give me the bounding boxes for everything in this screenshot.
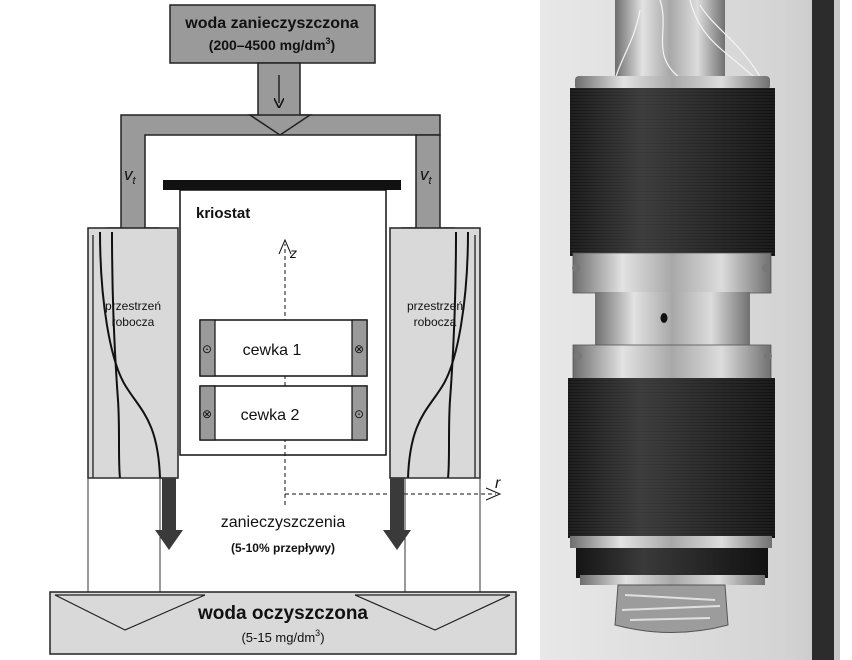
top-ring [575,76,770,90]
working-space-left [87,227,179,479]
bottom-ring-2 [576,548,768,578]
coil-1: ⊙ ⊗ cewka 1 [199,319,368,377]
coil-2-label: cewka 2 [241,407,300,424]
lower-channel-walls [87,477,481,592]
working-space-right-label-2: robocza [414,315,457,329]
upper-clamp-bolt-right [762,264,770,272]
upper-clamp-bolt-left [572,264,580,272]
inlet-box [169,4,376,64]
outlet-range: (5-15 mg/dm3) [241,628,324,645]
working-space-left-label-2: robocza [112,315,155,329]
velocity-label-right: vt [420,165,433,187]
lower-clamp-bolt-left [574,352,582,360]
coil-2-current-right: ⊙ [354,407,364,421]
upper-clamp [572,252,772,294]
working-space-right [389,227,481,479]
impurity-arrow-left [155,478,183,550]
signal-wires [614,0,766,86]
coil-2: ⊗ ⊙ cewka 2 [199,385,368,441]
z-axis-arrowhead [278,238,292,255]
separator-schematic: woda zanieczyszczona (200–4500 mg/dm3) v… [49,4,517,655]
bottom-ring-1 [570,536,772,548]
streamlines-left [92,231,161,479]
velocity-label-left: vt [124,165,137,187]
bottom-ring-3 [580,575,765,585]
impurities-note: (5-10% przepływy) [231,541,335,555]
middle-tube [595,292,750,347]
outlet-box [49,591,517,655]
lower-clamp [572,344,772,381]
r-axis-label: r [495,475,501,492]
impurity-arrow-right [383,478,411,550]
outlet-title: woda oczyszczona [197,603,368,624]
coil-1-current-left: ⊙ [202,342,212,356]
inlet-title: woda zanieczyszczona [184,15,358,32]
working-space-right-label-1: przestrzeń [407,299,463,313]
coil-1-label: cewka 1 [243,342,302,359]
coil-1-current-right: ⊗ [354,342,364,356]
inlet-range: (200–4500 mg/dm3) [209,36,335,53]
cryostat-label: kriostat [196,205,250,222]
z-axis-label: z [289,245,297,261]
cryostat-lid [163,180,401,190]
coil-assembly-photo [540,0,840,660]
lower-clamp-bolt-right [764,352,772,360]
outlet-wedge-right [354,594,511,631]
working-space-left-label-1: przestrzeń [105,299,161,313]
photo-frame-right [812,0,834,660]
outlet-wedge-left [54,594,206,631]
middle-tube-hole [660,313,668,323]
manifold-wedge [247,114,313,136]
streamlines-right [407,231,476,479]
coil-2-current-left: ⊗ [202,407,212,421]
r-axis-arrowhead [485,487,502,501]
impurities-title: zanieczyszczenia [221,514,346,531]
